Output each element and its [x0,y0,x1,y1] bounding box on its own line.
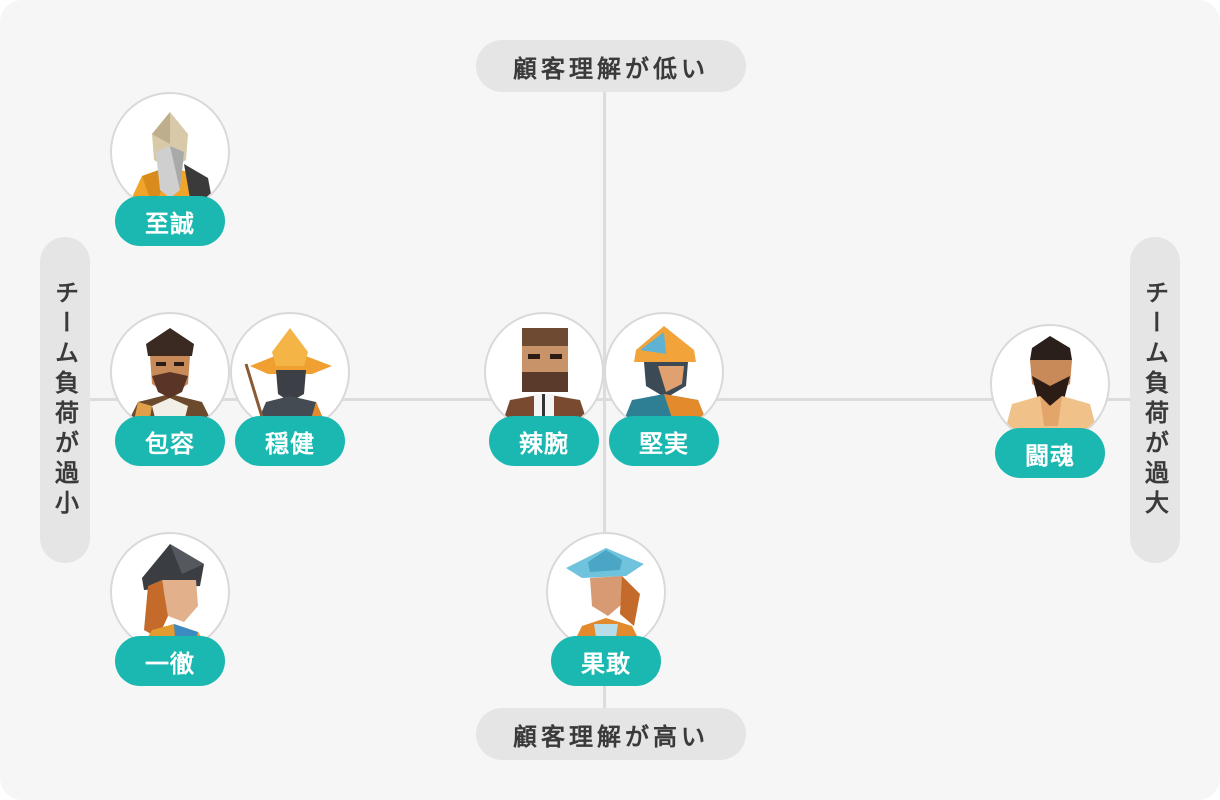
persona-ratsuwan[interactable]: 辣腕 [484,312,604,466]
persona-name: 堅実 [609,416,719,466]
woman-with-helmet-avatar-icon [110,532,230,652]
persona-name: 包容 [115,416,225,466]
persona-ittetsu[interactable]: 一徹 [110,532,230,686]
persona-kaikan[interactable]: 果敢 [546,532,666,686]
man-with-cap-avatar-icon [604,312,724,432]
blocky-man-avatar-icon [484,312,604,432]
persona-name: 穏健 [235,416,345,466]
hat-wearing-farmer-avatar-icon [230,312,350,432]
axis-label-top: 顧客理解が低い [476,40,746,92]
persona-name: 闘魂 [995,428,1105,478]
elder-bearded-man-avatar-icon [110,92,230,212]
persona-hoyo[interactable]: 包容 [110,312,230,466]
persona-name: 辣腕 [489,416,599,466]
vertical-axis-line [603,90,606,712]
persona-name: 一徹 [115,636,225,686]
axis-label-right: チーム負荷が過大 [1130,237,1180,563]
woman-with-bucket-hat-avatar-icon [546,532,666,652]
muscular-bearded-man-avatar-icon [990,324,1110,444]
persona-onken[interactable]: 穏健 [230,312,350,466]
persona-name: 果敢 [551,636,661,686]
mustached-man-avatar-icon [110,312,230,432]
persona-shisei[interactable]: 至誠 [110,92,230,246]
persona-tokon[interactable]: 闘魂 [990,324,1110,478]
axis-label-bottom: 顧客理解が高い [476,708,746,760]
persona-name: 至誠 [115,196,225,246]
persona-kenjitsu[interactable]: 堅実 [604,312,724,466]
axis-label-left: チーム負荷が過小 [40,237,90,563]
